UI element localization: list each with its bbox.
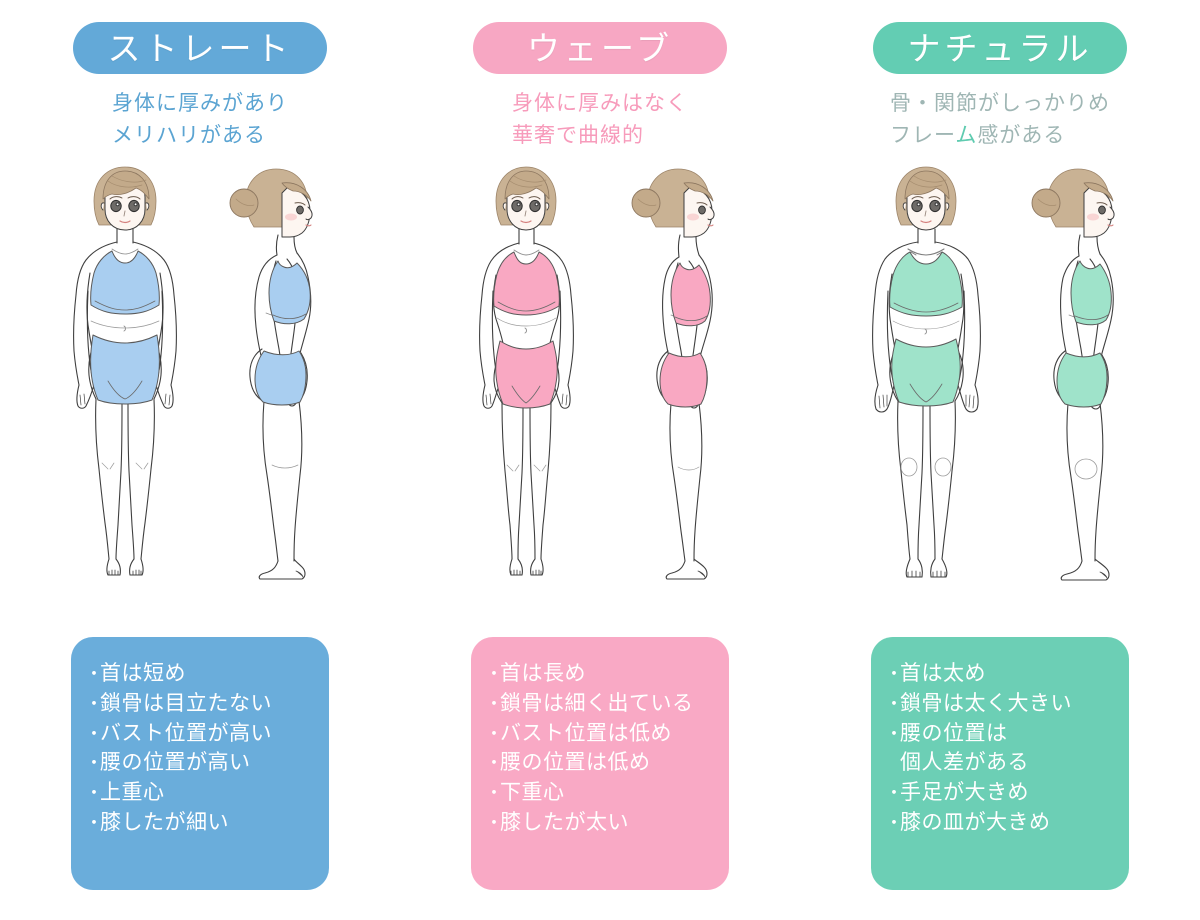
list-item: ・バスト位置が高い — [85, 719, 319, 749]
traits-card-straight: ・首は短め ・鎖骨は目立たない ・バスト位置が高い ・腰の位置が高い ・上重心 … — [71, 637, 329, 890]
traits-card-natural: ・首は太め ・鎖骨は太く大きい ・腰の位置は 個人差がある ・手足が大きめ ・膝… — [871, 637, 1129, 890]
list-item: ・首は長め — [485, 659, 719, 689]
subtitle-line-1: 身体に厚みはなく — [512, 92, 688, 115]
list-item: 個人差がある — [900, 751, 1029, 775]
bullet-marker: ・ — [885, 783, 904, 804]
badge-label-natural: ナチュラル — [907, 29, 1093, 67]
front-view-figure — [479, 166, 574, 576]
bullet-marker: ・ — [85, 723, 104, 744]
bullet-marker: ・ — [85, 664, 104, 684]
bullet-marker: ・ — [485, 783, 504, 804]
subtitle-seg-a: フレー — [890, 123, 956, 147]
badge-natural: ナチュラル — [873, 22, 1127, 74]
list-item: ・バスト位置は低め — [485, 719, 719, 749]
list-item: ・上重心 — [85, 778, 319, 808]
list-item: ・腰の位置は — [885, 719, 1119, 749]
list-item: ・鎖骨は目立たない — [85, 689, 319, 719]
bullet-marker: ・ — [85, 753, 104, 774]
bullet-marker: ・ — [485, 723, 504, 744]
side-view-figure — [1031, 168, 1115, 581]
traits-list-wave: ・首は長め ・鎖骨は細く出ている ・バスト位置は低め ・腰の位置は低め ・下重心… — [485, 659, 719, 838]
outfit-wave — [493, 251, 711, 409]
outfit-straight — [90, 250, 311, 406]
list-item: ・腰の位置は低め — [485, 748, 719, 778]
list-item: ・膝の皿が大きめ — [885, 808, 1119, 838]
bullet-marker: ・ — [885, 813, 904, 834]
list-item: ・首は短め — [85, 659, 319, 689]
traits-list-natural: ・首は太め ・鎖骨は太く大きい ・腰の位置は 個人差がある ・手足が大きめ ・膝… — [885, 659, 1119, 838]
bullet-marker: ・ — [885, 664, 904, 684]
badge-wave: ウェーブ — [473, 22, 727, 74]
subtitle-line-2: フレーム感がある — [890, 120, 1110, 152]
bullet-marker: ・ — [885, 723, 904, 744]
list-item: ・下重心 — [485, 778, 719, 808]
list-item: ・膝したが細い — [85, 808, 319, 838]
outfit-natural — [889, 251, 1112, 408]
list-item: ・首は太め — [885, 659, 1119, 689]
list-item: ・膝したが太い — [485, 808, 719, 838]
badge-straight: ストレート — [73, 22, 327, 74]
illustration-natural — [850, 163, 1150, 603]
list-item: ・腰の位置が高い — [85, 748, 319, 778]
subtitle-line-1: 身体に厚みがあり — [112, 92, 288, 115]
subtitle-line-2: 華奢で曲線的 — [512, 123, 644, 147]
illustration-wave — [450, 163, 750, 603]
subtitle-line-1: 骨・関節がしっかりめ — [890, 92, 1110, 115]
bullet-marker: ・ — [85, 693, 104, 714]
illustration-straight — [50, 163, 350, 603]
bullet-marker: ・ — [85, 813, 104, 834]
traits-card-wave: ・首は長め ・鎖骨は細く出ている ・バスト位置は低め ・腰の位置は低め ・下重心… — [471, 637, 729, 890]
column-straight: ストレート 身体に厚みがあり メリハリがある — [0, 0, 400, 920]
bullet-marker: ・ — [85, 783, 104, 804]
list-item: ・鎖骨は細く出ている — [485, 689, 719, 719]
bullet-marker: ・ — [485, 664, 504, 684]
list-item: ・鎖骨は太く大きい — [885, 689, 1119, 719]
column-wave: ウェーブ 身体に厚みはなく 華奢で曲線的 — [400, 0, 800, 920]
bullet-marker: ・ — [885, 693, 904, 714]
bullet-marker: ・ — [485, 753, 504, 774]
badge-label-straight: ストレート — [107, 29, 293, 67]
subtitle-natural: 骨・関節がしっかりめ フレーム感がある — [890, 88, 1110, 151]
list-item: ・手足が大きめ — [885, 778, 1119, 808]
bullet-marker: ・ — [485, 813, 504, 834]
bullet-marker: ・ — [485, 693, 504, 714]
badge-label-wave: ウェーブ — [526, 29, 674, 67]
subtitle-line-2: メリハリがある — [112, 123, 266, 147]
traits-list-straight: ・首は短め ・鎖骨は目立たない ・バスト位置が高い ・腰の位置が高い ・上重心 … — [85, 659, 319, 838]
subtitle-seg-highlight: ム — [955, 123, 978, 147]
subtitle-straight: 身体に厚みがあり メリハリがある — [112, 88, 288, 151]
subtitle-wave: 身体に厚みはなく 華奢で曲線的 — [512, 88, 688, 151]
column-natural: ナチュラル 骨・関節がしっかりめ フレーム感がある — [800, 0, 1200, 920]
subtitle-seg-c: 感がある — [977, 123, 1066, 147]
front-view-figure — [73, 166, 177, 576]
